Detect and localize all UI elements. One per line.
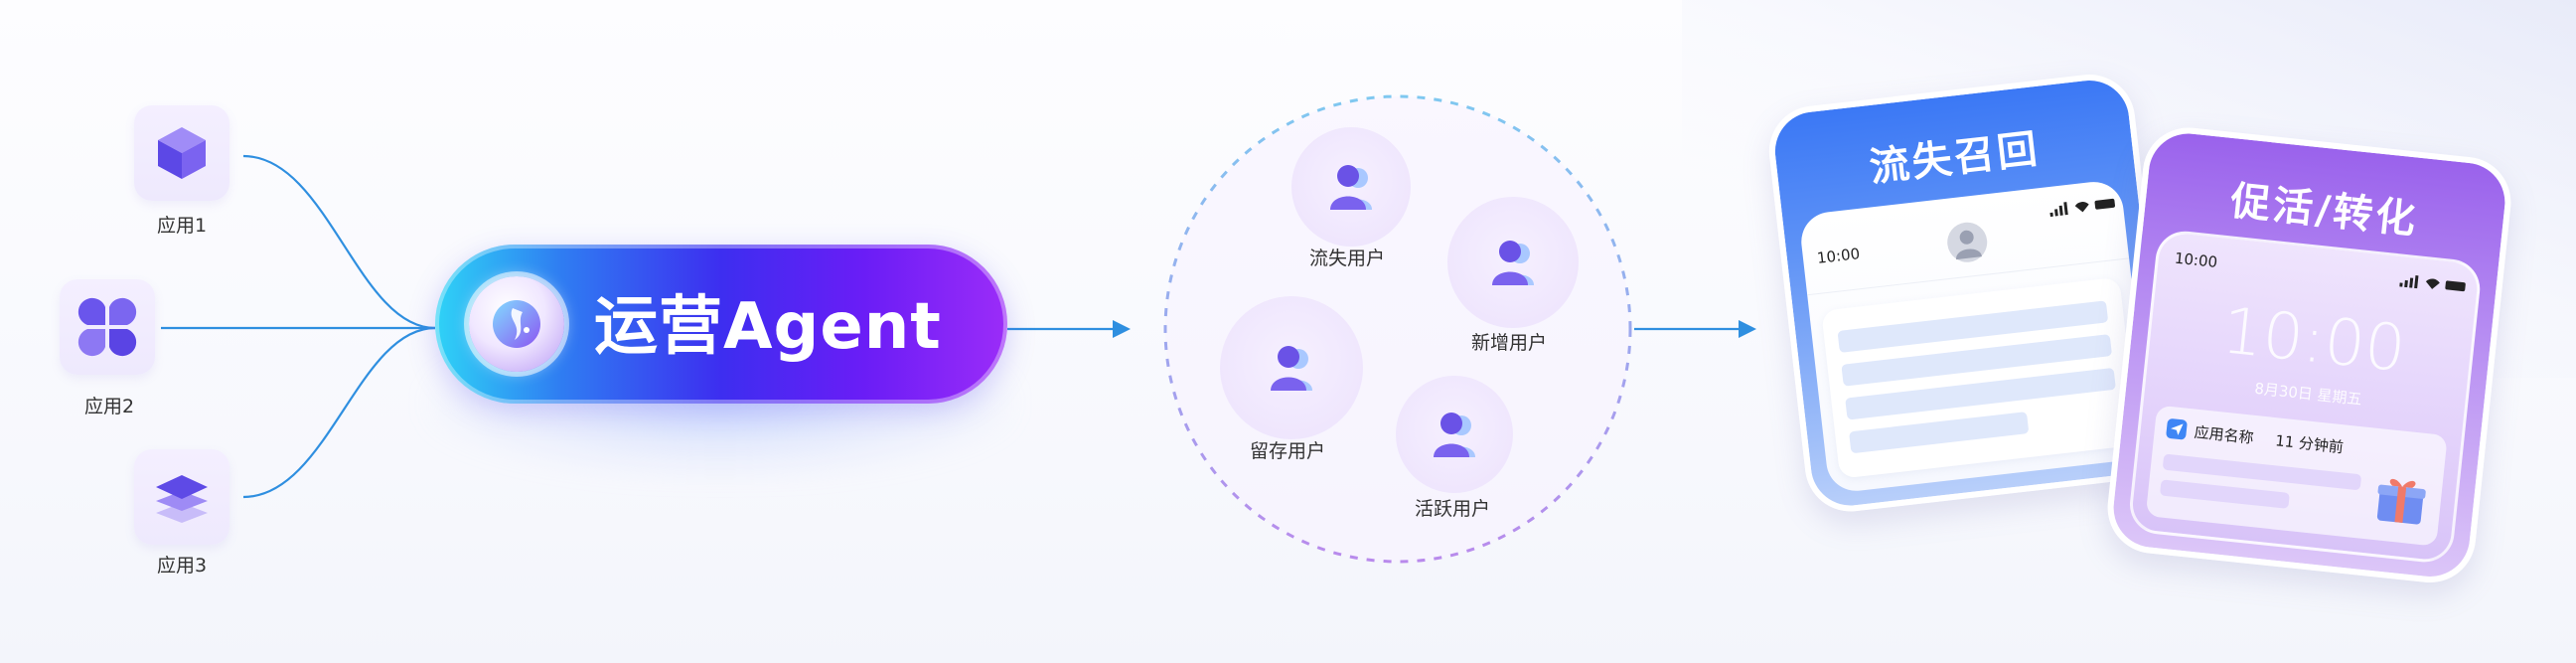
status-bar-icons: [2049, 198, 2115, 218]
app-tile-1: [134, 105, 229, 201]
user-label-retained: 留存用户: [1250, 440, 1326, 462]
user-label-new: 新增用户: [1471, 332, 1548, 354]
arrowhead-agent-to-users: [1113, 320, 1131, 338]
user-bubble-retained: [1220, 296, 1363, 439]
connector-app3: [242, 326, 436, 499]
notification-app-name: 应用名称: [2193, 422, 2255, 447]
promo-card: 促活/转化 10:00 10:00 8月30日 星期五 应用名称 11 分钟前: [2103, 123, 2515, 587]
agent-orb: [469, 276, 564, 372]
notification-card[interactable]: 应用名称 11 分钟前: [2145, 405, 2448, 547]
app-tile-3: [134, 449, 229, 545]
recall-card: 流失召回 10:00: [1764, 70, 2177, 517]
user-label-churned: 流失用户: [1309, 248, 1386, 269]
app-label-1: 应用1: [156, 215, 208, 237]
placeholder-line: [2159, 479, 2290, 509]
arrowhead-users-to-cards: [1739, 320, 1756, 338]
send-icon: [2166, 417, 2188, 440]
user-label-active: 活跃用户: [1415, 498, 1491, 520]
gift-icon: [2376, 478, 2426, 525]
agent-title: 运营Agent: [594, 290, 942, 364]
recall-phone-screen: 10:00: [1798, 178, 2152, 495]
layers-icon: [156, 475, 208, 523]
petals-icon: [77, 297, 137, 357]
app-label-2: 应用2: [83, 396, 135, 417]
user-group-icon: [1492, 241, 1534, 285]
promo-phone-screen: 10:00 10:00 8月30日 星期五 应用名称 11 分钟前: [2127, 228, 2484, 566]
avatar-icon: [1945, 220, 1990, 264]
user-group-icon: [1330, 165, 1372, 210]
spark-orb-icon: [493, 300, 540, 348]
placeholder-line: [1849, 412, 2030, 454]
cube-icon: [158, 127, 206, 179]
message-card: [1821, 276, 2139, 479]
user-group-icon: [1271, 346, 1312, 391]
notification-time: 11 分钟前: [2274, 431, 2345, 457]
app-tile-2: [60, 279, 155, 375]
promo-status-time: 10:00: [2174, 249, 2218, 272]
app-label-3: 应用3: [156, 555, 208, 577]
user-group-icon: [1434, 413, 1475, 457]
user-bubble-active: [1396, 376, 1513, 493]
status-bar-icons: [2399, 275, 2466, 292]
user-bubble-new: [1447, 197, 1579, 328]
recall-status-time: 10:00: [1816, 245, 1862, 267]
connector-app1: [242, 154, 436, 330]
user-bubble-churned: [1291, 127, 1411, 247]
